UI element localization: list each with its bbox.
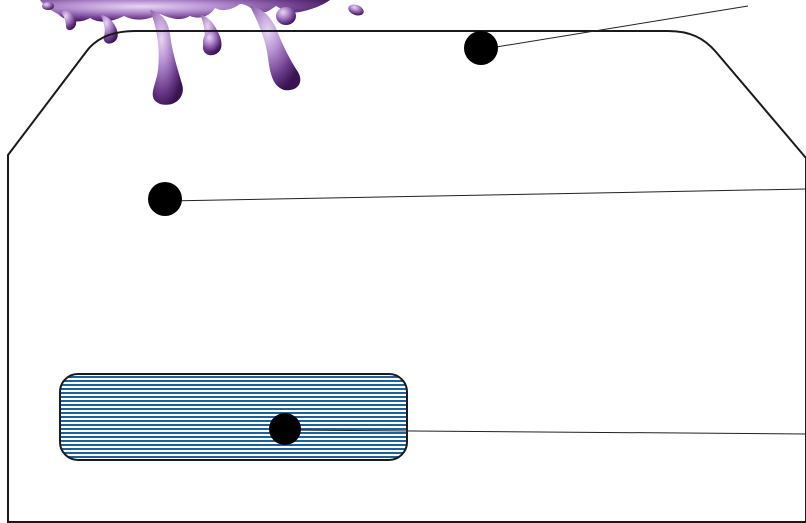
splash-drip — [60, 10, 77, 31]
callout-marker-flap — [464, 31, 498, 65]
splash-droplet — [348, 4, 364, 16]
window-leader-line — [285, 429, 806, 435]
body-leader-line — [166, 188, 806, 202]
splash-drip — [150, 10, 183, 105]
callout-marker-window — [269, 413, 301, 445]
splash-drip — [250, 6, 301, 91]
splash-blob — [40, 0, 330, 22]
callout-marker-body — [148, 182, 182, 216]
splash-droplet — [42, 2, 54, 10]
splash-droplet — [203, 31, 221, 53]
ink-splash-decoration — [40, 0, 364, 105]
flap-leader-line — [489, 5, 749, 49]
splash-droplet — [276, 7, 296, 25]
address-window — [59, 373, 408, 461]
envelope-outline — [7, 30, 806, 523]
